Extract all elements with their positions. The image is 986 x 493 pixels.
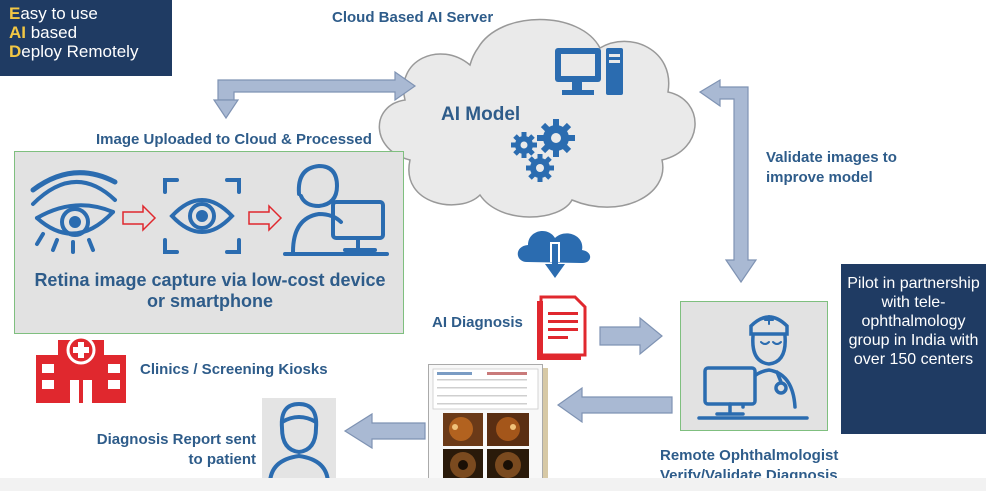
verified-arrow <box>556 386 673 424</box>
diagnosis-report-document <box>428 364 543 489</box>
report-document-icon <box>537 295 587 360</box>
hospital-icon <box>36 335 126 403</box>
patient-panel <box>262 398 336 486</box>
tagline-text: eploy Remotely <box>21 42 139 61</box>
red-arrow-icon <box>248 204 283 232</box>
tagline-line-2: AI based <box>9 23 172 42</box>
validate-arrow <box>698 78 758 284</box>
image-uploaded-label: Image Uploaded to Cloud & Processed <box>96 131 372 148</box>
cloud-download-icon <box>517 230 591 278</box>
report-thumbnail <box>432 368 539 482</box>
ai-diagnosis-label: AI Diagnosis <box>432 314 523 331</box>
report-sent-label: Diagnosis Report sent to patient <box>96 431 256 468</box>
tagline-initial: AI <box>9 23 26 42</box>
capture-panel <box>14 151 404 334</box>
person-computer-icon <box>283 163 389 256</box>
tagline-line-3: Deploy Remotely <box>9 42 172 61</box>
report-page-edge <box>540 368 548 484</box>
validate-images-label: Validate images to improve model <box>766 149 897 186</box>
tagline-box: Easy to use AI based Deploy Remotely <box>0 0 172 76</box>
tagline-initial: D <box>9 42 22 61</box>
doctor-computer-icon <box>697 315 809 420</box>
clinics-label: Clinics / Screening Kiosks <box>140 361 328 378</box>
tagline-text: based <box>26 23 78 42</box>
computer-icon <box>555 48 623 95</box>
tagline-text: asy to use <box>20 4 98 23</box>
cloud-server-title: Cloud Based AI Server <box>332 9 494 26</box>
tagline-initial: E <box>9 4 21 23</box>
ai-model-label: AI Model <box>441 104 521 125</box>
gears-icon <box>511 119 575 182</box>
upload-arrow <box>212 70 417 120</box>
cloud-shape <box>378 18 696 218</box>
eye-icon <box>30 170 118 254</box>
eye-scan-icon <box>163 178 241 254</box>
report-to-patient-arrow <box>343 412 426 450</box>
capture-icons <box>30 163 389 256</box>
capture-caption: Retina image capture via low-cost device… <box>34 270 386 311</box>
tagline-line-1: Easy to use <box>9 4 172 23</box>
footer-strip <box>0 478 986 491</box>
ophthalmologist-panel <box>680 301 828 431</box>
pilot-box: Pilot in partnership with tele-ophthalmo… <box>841 264 986 434</box>
red-arrow-icon <box>122 204 157 232</box>
diagnosis-arrow <box>599 316 663 356</box>
patient-icon <box>268 401 330 486</box>
